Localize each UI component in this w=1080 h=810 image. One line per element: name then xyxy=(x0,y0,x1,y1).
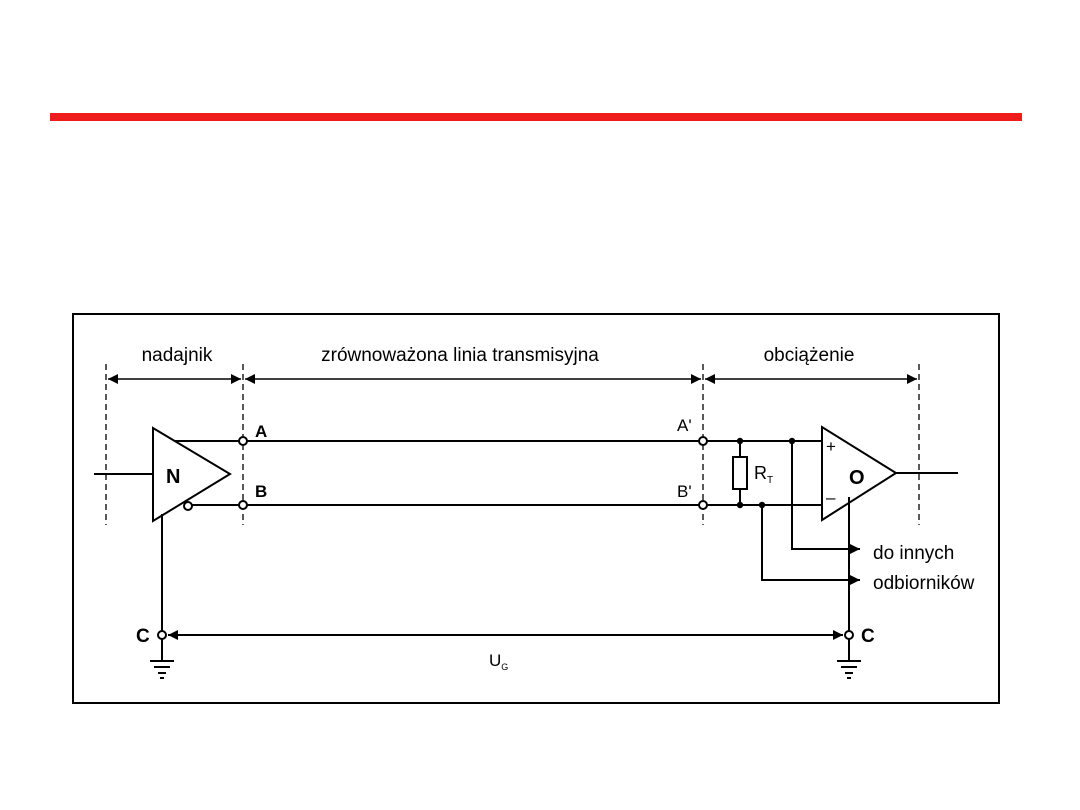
receiver-label: O xyxy=(849,467,865,489)
diagram-frame xyxy=(72,313,1000,704)
label-obciazenie: obciążenie xyxy=(764,345,855,366)
junction-dots xyxy=(736,437,796,509)
ground-symbol-left xyxy=(150,660,174,679)
label-line: zrównoważona linia transmisyjna xyxy=(321,345,599,366)
voltage-label: UG xyxy=(489,651,508,672)
node-a: A xyxy=(255,422,267,441)
branch-wires xyxy=(761,441,860,585)
ground-symbol-right xyxy=(837,660,861,679)
plus-input-sign: + xyxy=(826,437,836,456)
title-rule xyxy=(50,113,1022,121)
common-terminals xyxy=(157,630,854,640)
ground-wires xyxy=(161,497,850,660)
branch-label-1: do innych xyxy=(873,543,954,564)
node-b: B xyxy=(255,482,267,501)
node-b-prime: B' xyxy=(677,482,692,501)
line-conductors xyxy=(175,440,822,506)
driver-label: N xyxy=(166,466,180,488)
node-c-left: C xyxy=(136,626,150,647)
label-nadajnik: nadajnik xyxy=(142,345,213,366)
resistor-label: RT xyxy=(754,463,773,486)
branch-label-2: odbiorników xyxy=(873,573,975,594)
section-boundaries xyxy=(105,364,920,525)
node-a-prime: A' xyxy=(677,416,692,435)
receiver-amplifier xyxy=(821,425,958,522)
termination-resistor xyxy=(732,441,748,505)
minus-input-sign: – xyxy=(826,488,836,507)
node-c-right: C xyxy=(861,626,875,647)
line-terminals xyxy=(238,436,708,510)
